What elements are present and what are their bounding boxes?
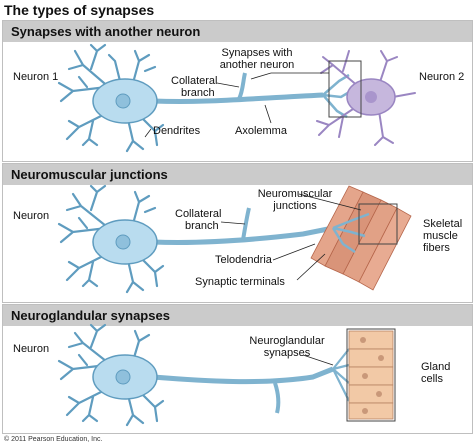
label-synaptic-terminals: Synaptic terminals (195, 276, 285, 288)
label-branch: branch (185, 220, 219, 232)
gland-zoom-box (346, 328, 396, 422)
axon-terminals (332, 348, 350, 402)
label-muscle: muscle (423, 230, 458, 242)
panel-neuroglandular-synapses: Neuroglandular synapses (2, 304, 473, 434)
label-fibers: fibers (423, 242, 450, 254)
collateral-branch (241, 207, 251, 241)
label-dendrites: Dendrites (153, 125, 201, 137)
neuromuscular-illustration (57, 184, 412, 294)
panel-neuromuscular-junctions: Neuromuscular junctions (2, 163, 473, 303)
neuron-dendrites (57, 184, 165, 294)
panel-header (3, 305, 472, 326)
label-neuron-1: Neuron 1 (13, 71, 59, 83)
label-axolemma: Axolemma (235, 125, 287, 137)
gland-cells (348, 330, 394, 420)
panel-header (3, 164, 472, 185)
label-collateral: Collateral (171, 75, 218, 87)
label-another-neuron: another neuron (219, 59, 295, 71)
page-title: The types of synapses (4, 2, 155, 18)
label-branch: branch (181, 87, 215, 99)
collateral-branch (237, 72, 247, 100)
junction-zoom-box (358, 203, 398, 245)
axon (152, 92, 324, 105)
label-neuron: Neuron (13, 343, 50, 355)
neuron-2-nucleus (365, 91, 377, 103)
gland-nuclei (360, 337, 384, 414)
label-neuron-2: Neuron 2 (419, 71, 465, 83)
label-junctions: junctions (273, 200, 317, 212)
label-synapses-with: Synapses with (221, 47, 293, 59)
label-gland: Gland (421, 361, 451, 373)
telodendria (331, 212, 370, 254)
label-telodendria: Telodendria (215, 254, 272, 266)
panel-title: Synapses with another neuron (11, 24, 201, 39)
axon (152, 366, 334, 385)
copyright-notice: © 2011 Pearson Education, Inc. (4, 436, 103, 443)
label-neuromuscular: Neuromuscular (257, 188, 333, 200)
neuron-nucleus (115, 234, 131, 250)
label-cells: cells (421, 373, 444, 385)
collateral-branch (273, 382, 281, 414)
label-skeletal: Skeletal (423, 218, 463, 230)
panel-title: Neuroglandular synapses (11, 308, 170, 323)
synapse-zoom-box (328, 60, 362, 118)
axon (152, 225, 334, 246)
neuron-nucleus (115, 369, 131, 385)
panel-synapses-with-neuron: Synapses with another neuron (2, 20, 473, 162)
panel-header (3, 21, 472, 42)
neuron-to-neuron-illustration (57, 43, 416, 153)
neuroglandular-illustration (57, 323, 396, 427)
panel-title: Neuromuscular junctions (11, 167, 168, 182)
neuron-2-dendrites (316, 50, 416, 146)
neuron-1-dendrites (57, 43, 165, 153)
label-neuroglandular: Neuroglandular (249, 335, 325, 347)
neuron-1-nucleus (115, 93, 131, 109)
label-neuron: Neuron (13, 210, 50, 222)
label-collateral: Collateral (175, 208, 222, 220)
label-synapses: synapses (263, 347, 311, 359)
